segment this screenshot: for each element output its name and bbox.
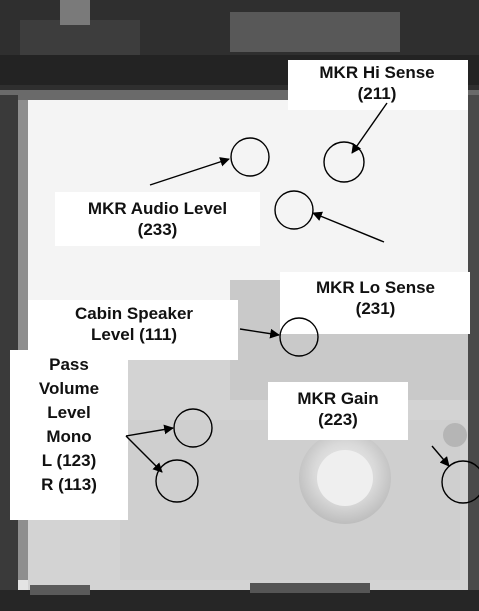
pass-volume-line6: R (113): [41, 475, 97, 494]
pass-volume-line1: Pass: [49, 355, 89, 374]
hi-sense-code: (211): [357, 84, 397, 103]
hi-sense-arrow: [351, 102, 388, 154]
lo-sense-code: (231): [355, 299, 396, 318]
hi-sense-label: MKR Hi Sense (211): [292, 62, 462, 110]
audio-level-target-circle: [230, 137, 270, 177]
cabin-speaker-code: Level (111): [90, 325, 177, 344]
audio-level-code: (233): [137, 220, 178, 239]
cabin-speaker-label: Cabin Speaker Level (111): [34, 303, 234, 348]
gain-code: (223): [318, 410, 358, 429]
hi-sense-name: MKR Hi Sense: [319, 63, 435, 82]
lo-sense-label: MKR Lo Sense (231): [283, 277, 468, 329]
hi-sense-target-circle: [323, 141, 365, 183]
cabin-speaker-name: Cabin Speaker: [74, 304, 194, 323]
pass-mono-l-target-circle: [173, 408, 213, 448]
cabin-speaker-arrow: [239, 328, 280, 339]
lo-sense-name: MKR Lo Sense: [315, 278, 436, 297]
cabin-speaker-target-circle: [279, 317, 319, 357]
pass-mono-r-target-circle: [155, 459, 199, 503]
pass-volume-line3: Level: [47, 403, 91, 422]
audio-level-label: MKR Audio Level (233): [60, 198, 255, 244]
pass-volume-line5: L (123): [41, 451, 97, 470]
lo-sense-arrow: [312, 211, 385, 243]
audio-level-name: MKR Audio Level: [87, 199, 228, 218]
pass-volume-label: Pass Volume Level Mono L (123) R (113): [14, 353, 124, 513]
pass-mono-r-arrow: [125, 435, 163, 473]
audio-level-arrow: [149, 157, 230, 186]
lo-sense-target-circle: [274, 190, 314, 230]
pass-volume-line2: Volume: [38, 379, 100, 398]
pass-volume-line4: Mono: [46, 427, 92, 446]
gain-label: MKR Gain (223): [272, 388, 404, 434]
gain-arrow: [431, 445, 450, 467]
gain-target-circle: [441, 460, 479, 504]
pass-mono-l-arrow: [125, 424, 174, 437]
bottom-bezel: [0, 590, 479, 611]
gain-name: MKR Gain: [297, 389, 379, 408]
